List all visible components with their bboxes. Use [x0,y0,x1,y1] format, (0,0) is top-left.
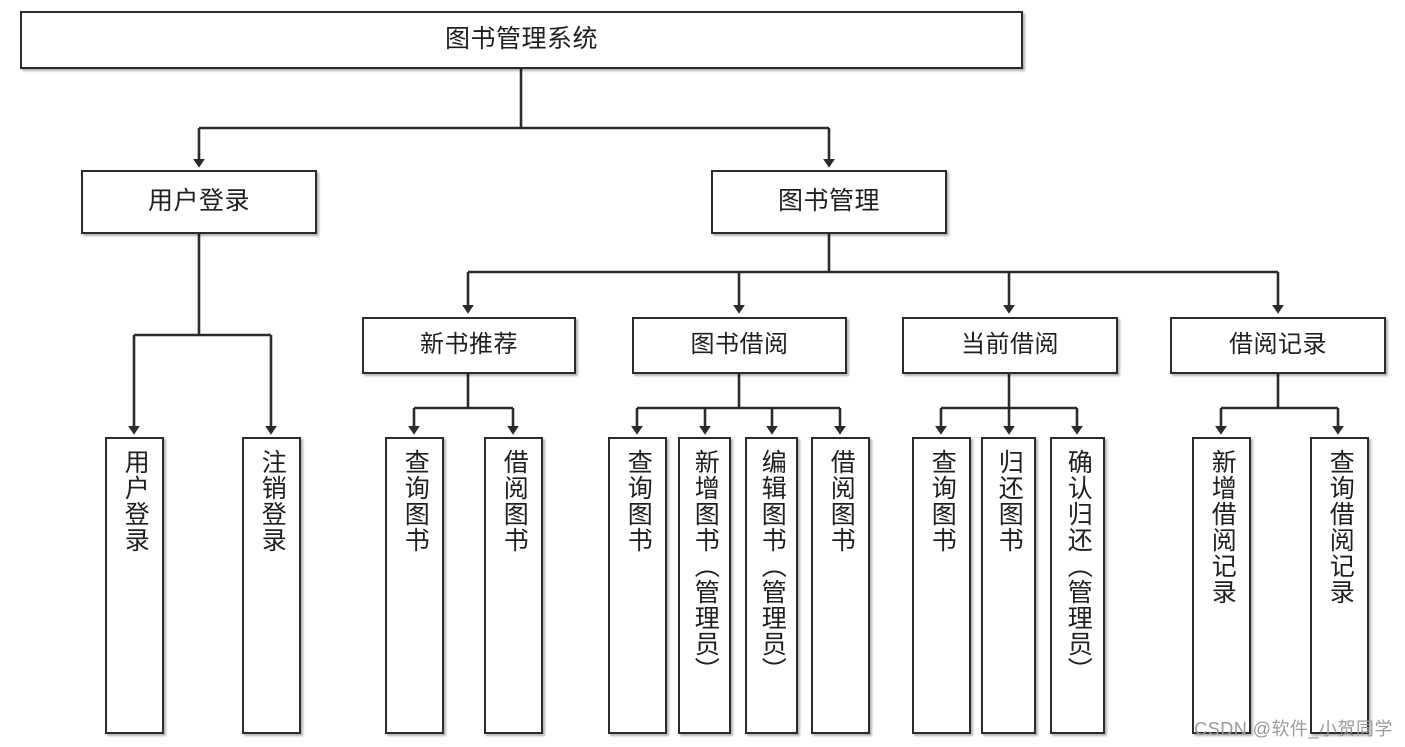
node-label: 用户登录 [147,187,250,216]
node-label: 归还图书 [995,449,1024,553]
node-borrow-record[interactable]: 借阅记录 [1170,317,1386,374]
node-label: 新书推荐 [420,331,518,359]
leaf-borrow-record-add-record[interactable]: 新增借阅记录 [1192,437,1251,734]
node-label: 查询图书 [624,449,653,553]
leaf-new-book-borrow-book[interactable]: 借阅图书 [484,437,543,734]
leaf-new-book-query-book[interactable]: 查询图书 [385,437,444,734]
node-label: 图书管理 [777,187,880,216]
leaf-book-borrow-add-book-admin[interactable]: 新增图书（管理员） [678,437,731,734]
node-label: 新增图书（管理员） [691,449,720,683]
leaf-logout[interactable]: 注销登录 [242,437,301,734]
node-label: 新增借阅记录 [1208,449,1237,605]
node-label: 查询借阅记录 [1326,449,1355,605]
leaf-book-borrow-edit-book-admin[interactable]: 编辑图书（管理员） [745,437,798,734]
node-book-borrow[interactable]: 图书借阅 [632,317,847,374]
leaf-current-borrow-confirm-return-admin[interactable]: 确认归还（管理员） [1050,437,1105,734]
leaf-user-login[interactable]: 用户登录 [105,437,164,734]
leaf-current-borrow-query-book[interactable]: 查询图书 [912,437,971,734]
node-user-login[interactable]: 用户登录 [81,170,317,234]
node-label: 当前借阅 [961,331,1059,359]
node-label: 借阅图书 [827,449,856,553]
node-label: 确认归还（管理员） [1064,449,1093,683]
node-label: 图书管理系统 [444,25,598,54]
node-label: 图书借阅 [690,331,789,359]
leaf-borrow-record-query-record[interactable]: 查询借阅记录 [1310,437,1369,734]
node-label: 用户登录 [121,449,150,553]
node-current-borrow[interactable]: 当前借阅 [902,317,1118,374]
node-root-book-management-system[interactable]: 图书管理系统 [20,11,1023,69]
node-label: 借阅图书 [500,449,529,553]
watermark-text: CSDN @软件_小贺同学 [1194,719,1393,739]
node-label: 编辑图书（管理员） [758,449,787,683]
node-label: 借阅记录 [1229,331,1327,359]
node-book-management[interactable]: 图书管理 [711,170,947,234]
node-label: 查询图书 [928,449,957,553]
node-label: 注销登录 [258,449,287,553]
leaf-current-borrow-return-book[interactable]: 归还图书 [981,437,1036,734]
node-label: 查询图书 [401,449,430,553]
leaf-book-borrow-query-book[interactable]: 查询图书 [608,437,667,734]
node-new-book-recommend[interactable]: 新书推荐 [362,317,576,374]
leaf-book-borrow-borrow-book[interactable]: 借阅图书 [811,437,870,734]
